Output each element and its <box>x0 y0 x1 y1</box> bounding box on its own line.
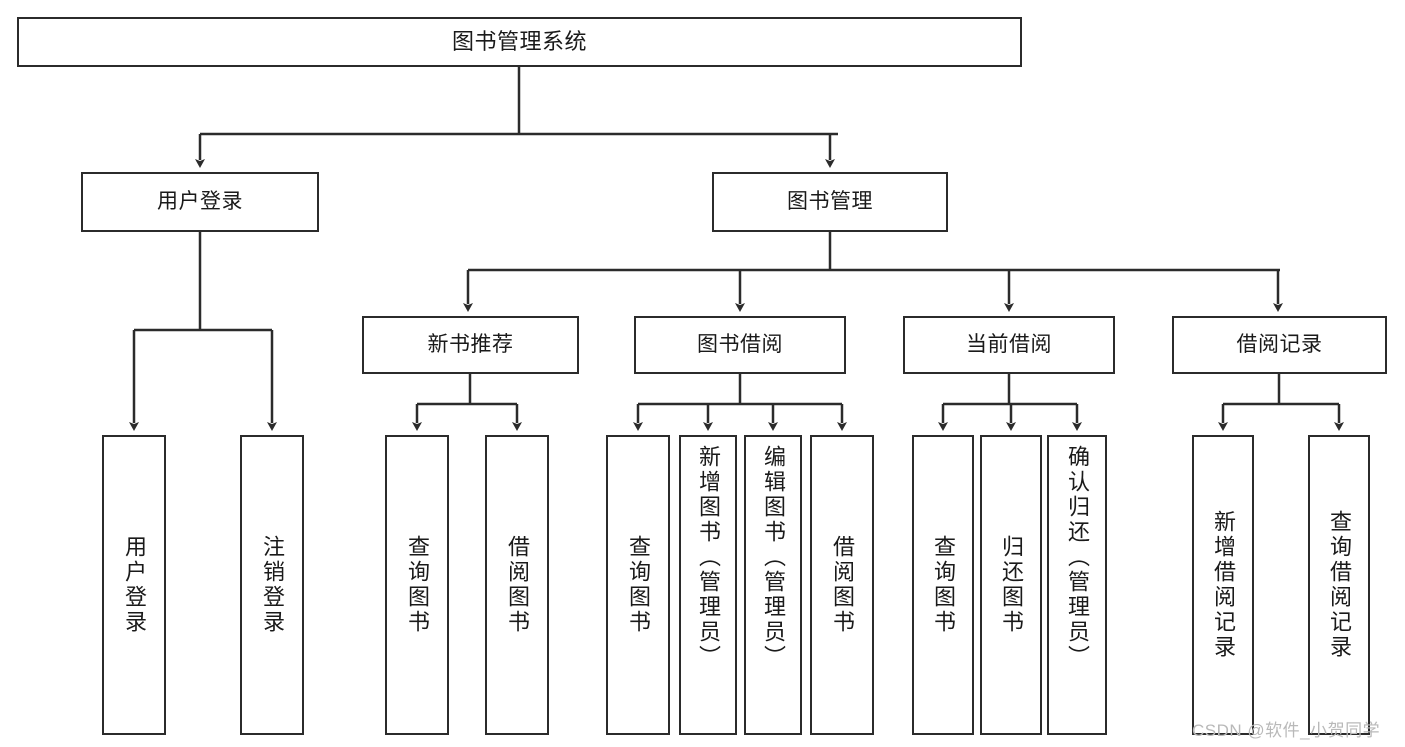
csdn-watermark: CSDN @软件_小贺同学 <box>1192 721 1381 740</box>
node-label: 编辑图书（管理员） <box>761 445 786 670</box>
edge-book-management-to-level3 <box>463 232 1283 312</box>
node-label: 用户登录 <box>157 190 243 214</box>
node-label: 确认归还（管理员） <box>1065 445 1090 670</box>
edge-borrow-record-to-leaves <box>1218 374 1344 431</box>
leaf-node-confirm-return[interactable]: 确认归还（管理员） <box>1047 435 1107 735</box>
node-label: 新增借阅记录 <box>1211 510 1236 660</box>
leaf-node-borrow-book[interactable]: 借阅图书 <box>810 435 874 735</box>
node-label: 图书管理 <box>787 190 873 214</box>
leaf-node-add-book-admin[interactable]: 新增图书（管理员） <box>679 435 737 735</box>
node-label: 当前借阅 <box>966 333 1052 357</box>
node-book-borrow[interactable]: 图书借阅 <box>634 316 846 374</box>
node-label: 图书借阅 <box>697 333 783 357</box>
leaf-node-add-record[interactable]: 新增借阅记录 <box>1192 435 1254 735</box>
leaf-node-query-book-current[interactable]: 查询图书 <box>912 435 974 735</box>
node-label: 新书推荐 <box>427 333 514 357</box>
leaf-node-user-login[interactable]: 用户登录 <box>102 435 166 735</box>
leaf-node-edit-book-admin[interactable]: 编辑图书（管理员） <box>744 435 802 735</box>
leaf-node-query-book-borrow[interactable]: 查询图书 <box>606 435 670 735</box>
edge-book-borrow-to-leaves <box>633 374 847 431</box>
node-book-management[interactable]: 图书管理 <box>712 172 948 232</box>
node-label: 借阅图书 <box>505 535 530 635</box>
node-label: 用户登录 <box>122 535 147 635</box>
leaf-node-query-record[interactable]: 查询借阅记录 <box>1308 435 1370 735</box>
node-new-book-recommend[interactable]: 新书推荐 <box>362 316 579 374</box>
node-borrow-record[interactable]: 借阅记录 <box>1172 316 1387 374</box>
leaf-node-return-book[interactable]: 归还图书 <box>980 435 1042 735</box>
node-label: 注销登录 <box>260 535 285 635</box>
edge-user-login-to-leaves <box>129 232 277 431</box>
leaf-node-logout-login[interactable]: 注销登录 <box>240 435 304 735</box>
node-label: 归还图书 <box>999 535 1024 635</box>
node-root-system[interactable]: 图书管理系统 <box>17 17 1022 67</box>
node-label: 查询借阅记录 <box>1327 510 1352 660</box>
node-user-login[interactable]: 用户登录 <box>81 172 319 232</box>
node-label: 新增图书（管理员） <box>696 445 721 670</box>
edge-root-to-level2 <box>195 67 838 168</box>
node-label: 借阅记录 <box>1236 333 1323 357</box>
node-label: 图书管理系统 <box>451 28 587 54</box>
edge-new-book-recommend-to-leaves <box>412 374 522 431</box>
node-label: 查询图书 <box>931 535 956 635</box>
node-label: 查询图书 <box>626 535 651 635</box>
leaf-node-query-book-new[interactable]: 查询图书 <box>385 435 449 735</box>
edge-current-borrow-to-leaves <box>938 374 1082 431</box>
node-label: 查询图书 <box>405 535 430 635</box>
node-label: 借阅图书 <box>830 535 855 635</box>
leaf-node-borrow-book-new[interactable]: 借阅图书 <box>485 435 549 735</box>
node-current-borrow[interactable]: 当前借阅 <box>903 316 1115 374</box>
